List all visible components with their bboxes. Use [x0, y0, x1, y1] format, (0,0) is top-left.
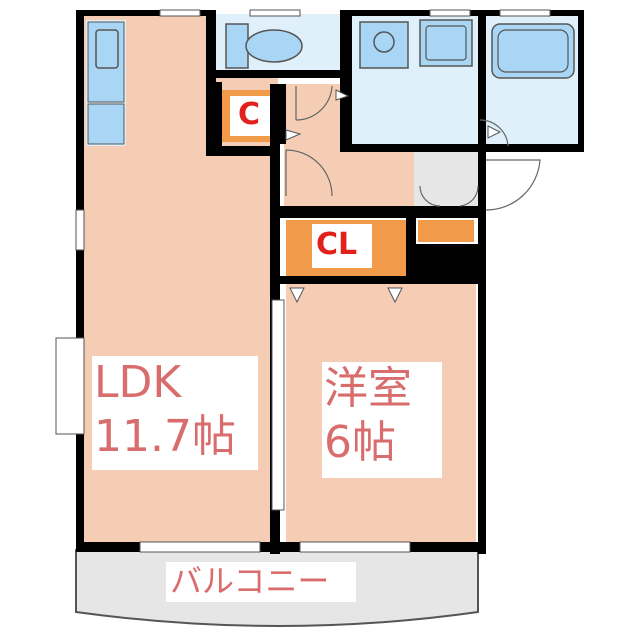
- kitchen-sink: [95, 29, 119, 69]
- balcony-label: バルコニー: [170, 562, 330, 600]
- doors: [285, 85, 541, 211]
- toilet-bowl: [245, 29, 303, 63]
- closet-c-label: C: [238, 97, 261, 132]
- refrigerator-space: [87, 103, 125, 145]
- door-marks: [285, 89, 502, 304]
- closet-cl-label: CL: [316, 227, 358, 262]
- washing-machine-drum: [373, 31, 395, 53]
- ldk-room-name: LDK: [94, 357, 182, 408]
- washbasin-bowl: [425, 25, 467, 61]
- ldk-room-size: 11.7帖: [94, 411, 236, 462]
- western-room-name: 洋室: [324, 363, 412, 414]
- closet-c-label-box: [230, 96, 270, 136]
- entrance-floor: [414, 152, 480, 214]
- shoe-cabinet: [418, 220, 474, 242]
- closet-cl-label-box: [312, 224, 372, 268]
- windows: [55, 9, 551, 553]
- western-room-size: 6帖: [324, 417, 396, 468]
- balcony-label-box: [166, 562, 356, 602]
- ldk-label-box: [92, 356, 258, 470]
- toilet-tank: [225, 23, 249, 69]
- western-label-box: [322, 362, 442, 478]
- bathtub-inner: [497, 29, 569, 73]
